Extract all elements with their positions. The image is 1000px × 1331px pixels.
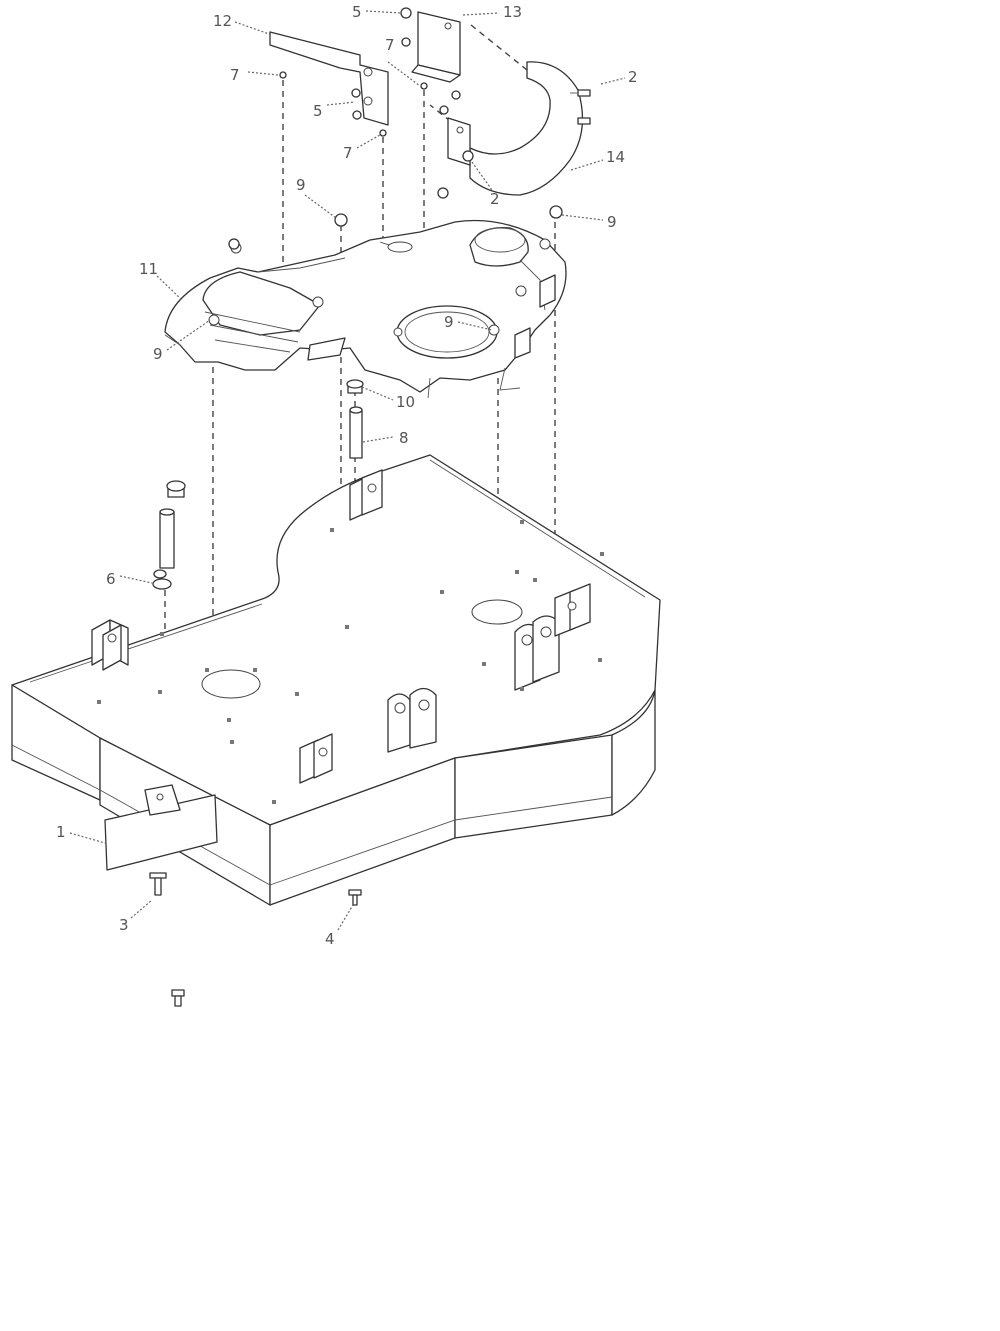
right-spindle-hole — [471, 599, 523, 625]
deck-bracket-center — [349, 469, 383, 521]
discharge-deflector — [104, 784, 218, 871]
callout-7-lower: 7 — [343, 144, 353, 162]
deck-mounting-holes — [97, 520, 604, 804]
deck-bracket-left — [91, 619, 129, 671]
callout-14: 14 — [606, 148, 625, 166]
callout-9-top: 9 — [296, 176, 306, 194]
belt-cover — [164, 219, 567, 399]
callout-5-lower: 5 — [313, 102, 323, 120]
deck-bracket-right — [514, 583, 591, 691]
bracket-13 — [411, 11, 461, 83]
bracket-12 — [269, 31, 389, 126]
callout-9-left: 9 — [153, 345, 163, 363]
callout-11: 11 — [139, 260, 158, 278]
callout-7-left: 7 — [230, 66, 240, 84]
callout-3: 3 — [119, 916, 129, 934]
callout-4: 4 — [325, 930, 335, 948]
callout-leaders — [69, 10, 626, 931]
callout-7-center: 7 — [385, 36, 395, 54]
shield-14 — [447, 61, 584, 196]
callout-6: 6 — [106, 570, 116, 588]
callout-9-center: 9 — [444, 313, 454, 331]
deck-bracket-front — [299, 733, 333, 784]
callout-13: 13 — [503, 3, 522, 21]
deck-bracket-front-pivot — [387, 687, 437, 753]
callout-9-right: 9 — [607, 213, 617, 231]
mower-deck — [11, 454, 661, 906]
callout-12: 12 — [213, 12, 232, 30]
callout-5-upper: 5 — [352, 3, 362, 21]
callout-10: 10 — [396, 393, 415, 411]
callout-1: 1 — [56, 823, 66, 841]
left-spindle-hole — [201, 669, 261, 699]
callout-8: 8 — [399, 429, 409, 447]
callout-2-bolt-upper: 2 — [628, 68, 638, 86]
hardware-fasteners — [149, 7, 591, 1007]
callout-2-bolt-lower: 2 — [490, 190, 500, 208]
callout-numbers: 1 2 2 3 4 5 5 6 7 7 7 8 9 9 9 9 10 11 12… — [56, 3, 638, 948]
